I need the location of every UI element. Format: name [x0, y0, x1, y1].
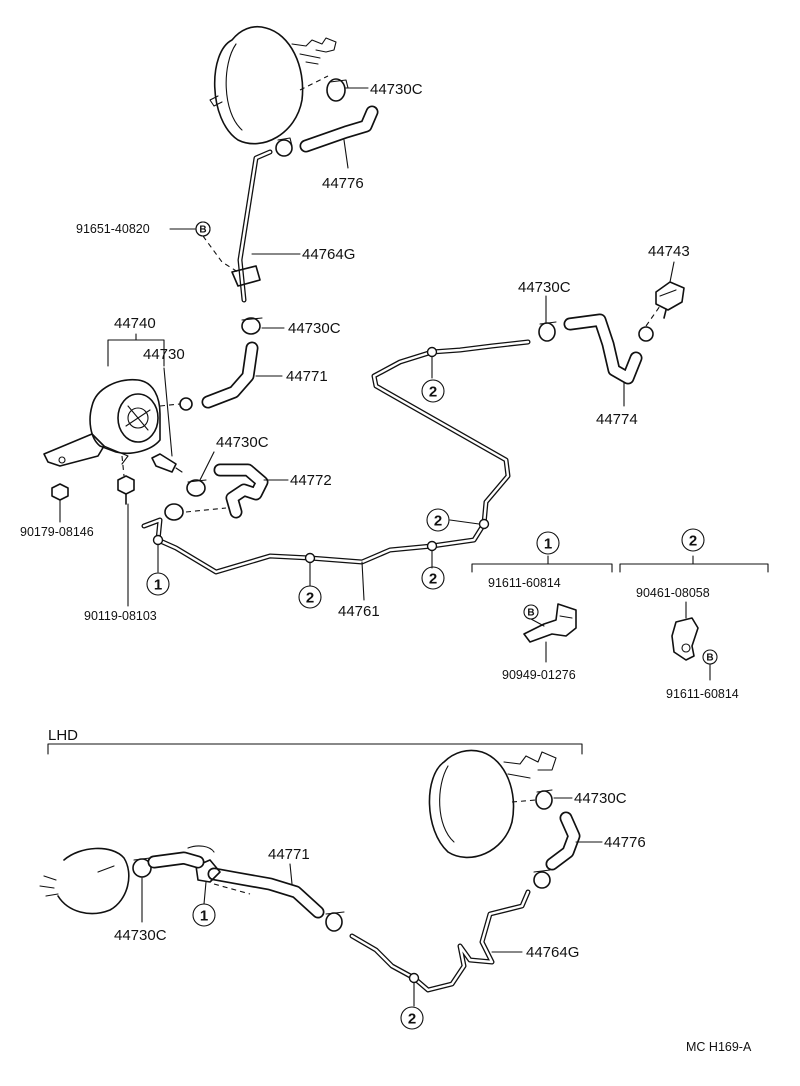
- pipe-44764g-lhd: [349, 889, 531, 993]
- label-44764g-top: 44764G: [302, 246, 355, 263]
- marker-2-header: 2: [681, 528, 705, 552]
- fitting-44743: [655, 281, 685, 319]
- label-90461-08058: 90461-08058: [636, 586, 710, 600]
- clamp-44730c-e: [535, 789, 553, 810]
- hose-44776-top: [299, 105, 379, 153]
- bolt-marker-clip1: B: [523, 604, 539, 620]
- clip-type-2: [671, 617, 699, 661]
- pipe-44764g-top: [231, 149, 273, 303]
- svg-text:2: 2: [408, 1011, 416, 1028]
- clamp-lhd-right: [533, 869, 551, 889]
- label-44772: 44772: [290, 472, 332, 489]
- clamp-44730: [159, 397, 193, 411]
- label-44730c-e: 44730C: [574, 790, 627, 807]
- marker-1-lhd: 1: [192, 903, 216, 927]
- footer-code: MC H169-A: [686, 1040, 752, 1054]
- fitting-lhd: [187, 845, 221, 883]
- label-91611-60814-b: 91611-60814: [666, 687, 739, 701]
- label-44771-lhd: 44771: [268, 846, 310, 863]
- pipe-44761: [141, 339, 531, 575]
- clamp-lower: [164, 503, 227, 521]
- clamp-44730c-mid: [241, 317, 263, 335]
- label-90949-01276: 90949-01276: [502, 668, 576, 682]
- hose-44771-top: [201, 341, 259, 409]
- clamp-right: [638, 305, 661, 342]
- svg-text:B: B: [199, 225, 206, 236]
- label-90179-08146: 90179-08146: [20, 525, 94, 539]
- marker-2-a: 2: [298, 585, 322, 609]
- svg-text:B: B: [706, 653, 713, 664]
- hose-lhd-short: [147, 851, 205, 869]
- label-44740: 44740: [114, 315, 156, 332]
- label-44730c-d: 44730C: [518, 279, 571, 296]
- svg-text:2: 2: [429, 571, 437, 588]
- clip-type-1: [523, 603, 577, 643]
- hose-44772: [213, 463, 269, 519]
- label-44764g-lhd: 44764G: [526, 944, 579, 961]
- hose-44774: [563, 313, 643, 385]
- clamp-lhd-mid: [325, 911, 345, 932]
- bolt-marker-top: B: [195, 221, 211, 237]
- clamp-pipe-top: [275, 137, 293, 157]
- svg-text:2: 2: [429, 384, 437, 401]
- svg-text:B: B: [527, 608, 534, 619]
- label-91611-60814-a: 91611-60814: [488, 576, 561, 590]
- label-44730c-mid: 44730C: [288, 320, 341, 337]
- label-44730c-f: 44730C: [114, 927, 167, 944]
- clamp-44730c-d: [538, 321, 557, 342]
- label-44761: 44761: [338, 603, 380, 620]
- brake-booster-top: [209, 25, 337, 145]
- svg-text:1: 1: [200, 908, 208, 925]
- marker-2-c: 2: [426, 508, 450, 532]
- svg-text:2: 2: [306, 590, 314, 607]
- label-44776-top: 44776: [322, 175, 364, 192]
- bolt-90119: [117, 475, 135, 505]
- label-90119-08103: 90119-08103: [84, 609, 157, 623]
- marker-2-lhd: 2: [400, 1006, 424, 1030]
- section-lhd: LHD: [48, 727, 78, 744]
- marker-1-main: 1: [146, 572, 170, 596]
- svg-text:2: 2: [689, 533, 697, 550]
- hose-44771-lhd: [207, 867, 325, 919]
- label-44774: 44774: [596, 411, 638, 428]
- brake-booster-lhd: [428, 749, 557, 859]
- marker-2-d: 2: [421, 379, 445, 403]
- vacuum-tank-lhd: [39, 847, 130, 915]
- label-44730: 44730: [143, 346, 185, 363]
- svg-text:1: 1: [154, 577, 162, 594]
- label-91651-40820: 91651-40820: [76, 222, 150, 236]
- marker-1-header: 1: [536, 531, 560, 555]
- hose-44776-lhd: [545, 811, 581, 871]
- svg-text:1: 1: [544, 536, 552, 553]
- fitting-valve: [151, 453, 183, 473]
- nut-90179: [51, 483, 69, 501]
- marker-2-b: 2: [421, 566, 445, 590]
- label-44771-top: 44771: [286, 368, 328, 385]
- label-44730c-top: 44730C: [370, 81, 423, 98]
- clamp-44730c-f: [132, 857, 152, 878]
- svg-text:2: 2: [434, 513, 442, 530]
- vacuum-tank-44740: [43, 379, 161, 467]
- label-44730c-c: 44730C: [216, 434, 269, 451]
- clamp-44730c-top: [326, 78, 349, 102]
- clamp-44730c-c: [186, 479, 207, 497]
- label-44776-lhd: 44776: [604, 834, 646, 851]
- label-44743: 44743: [648, 243, 690, 260]
- bolt-marker-clip2: B: [702, 649, 718, 665]
